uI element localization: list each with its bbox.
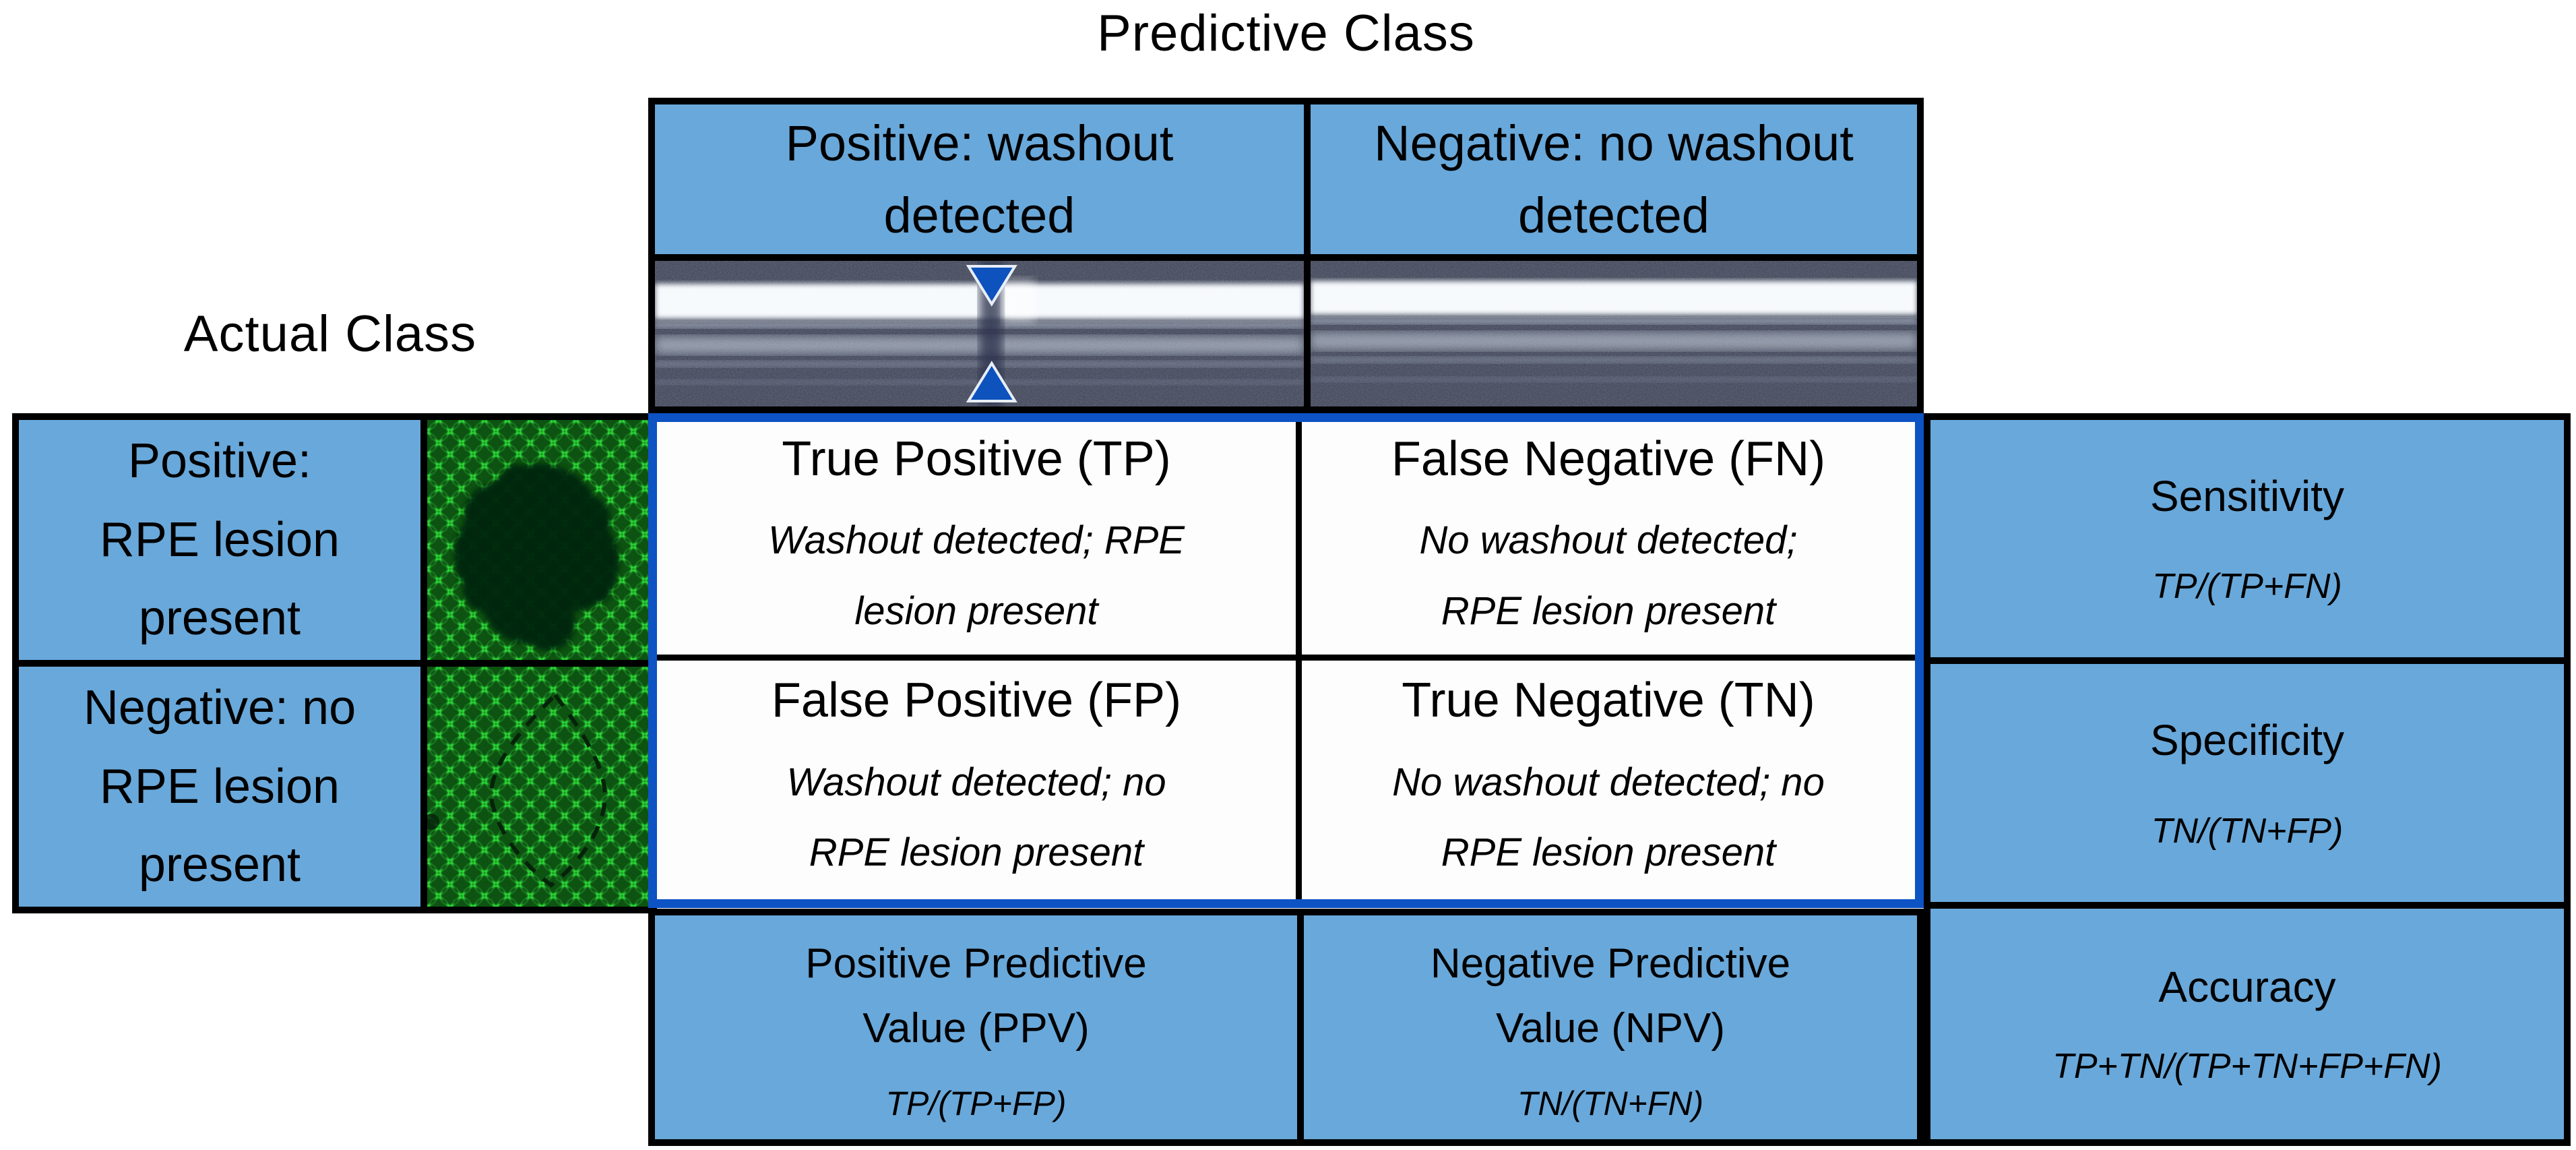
lesion-blob — [454, 464, 619, 650]
washout-arrow-up-icon — [966, 361, 1017, 402]
specificity-title: Specificity — [2149, 716, 2345, 765]
rpe-image-no-lesion — [427, 667, 650, 907]
tn-title: True Negative (TN) — [1402, 673, 1815, 728]
cell-true-positive: True Positive (TP) Washout detected; RPE… — [657, 422, 1296, 655]
tp-title: True Positive (TP) — [782, 431, 1171, 486]
sensitivity-title: Sensitivity — [2149, 471, 2345, 520]
accuracy-title: Accuracy — [2158, 962, 2336, 1011]
actual-class-header-table: Positive: RPE lesion present — [12, 413, 657, 913]
actual-class-title: Actual Class — [183, 305, 477, 363]
tn-description: No washout detected; no RPE lesion prese… — [1392, 760, 1825, 875]
accuracy-formula: TP+TN/(TP+TN+FP+FN) — [2052, 1047, 2442, 1087]
oct-image-washout — [655, 261, 1304, 406]
confusion-matrix-grid: True Positive (TP) Washout detected; RPE… — [648, 413, 1924, 908]
predictive-values-row: Positive Predictive Value (PPV) TP/(TP+F… — [648, 909, 1924, 1146]
oct-bscan-no-washout-graphic — [1311, 261, 1917, 406]
lesion-outline-dashed — [489, 692, 607, 888]
actual-row-negative-label: Negative: no RPE lesion present — [19, 667, 420, 907]
oct-image-no-washout — [1311, 261, 1917, 406]
sensitivity-formula: TP/(TP+FN) — [2152, 567, 2342, 607]
metric-accuracy: Accuracy TP+TN/(TP+TN+FP+FN) — [1930, 909, 2564, 1139]
metric-npv: Negative Predictive Value (NPV) TN/(TN+F… — [1304, 915, 1917, 1139]
predicted-class-header-table: Positive: washout detected Negative: no … — [648, 98, 1924, 413]
rpe-no-lesion-graphic — [427, 667, 650, 907]
fn-title: False Negative (FN) — [1391, 431, 1826, 486]
fp-title: False Positive (FP) — [771, 673, 1182, 728]
cell-false-positive: False Positive (FP) Washout detected; no… — [657, 661, 1296, 899]
metric-ppv: Positive Predictive Value (PPV) TP/(TP+F… — [655, 915, 1297, 1139]
actual-row-positive-label: Positive: RPE lesion present — [19, 420, 420, 660]
npv-title: Negative Predictive Value (NPV) — [1430, 940, 1791, 1052]
oct-bscan-washout-graphic — [655, 261, 1304, 406]
rpe-image-lesion — [427, 420, 650, 660]
ppv-formula: TP/(TP+FP) — [885, 1085, 1067, 1123]
metrics-column: Sensitivity TP/(TP+FN) Specificity TN/(T… — [1924, 413, 2571, 1146]
washout-arrow-down-icon — [966, 265, 1017, 307]
npv-formula: TN/(TN+FN) — [1517, 1085, 1704, 1123]
cell-false-negative: False Negative (FN) No washout detected;… — [1302, 422, 1915, 655]
rpe-lesion-graphic — [427, 420, 650, 660]
predicted-header-positive: Positive: washout detected — [655, 104, 1304, 254]
specificity-formula: TN/(TN+FP) — [2151, 811, 2344, 851]
fn-description: No washout detected; RPE lesion present — [1419, 518, 1798, 633]
tp-description: Washout detected; RPE lesion present — [768, 518, 1185, 633]
predictive-class-title: Predictive Class — [1097, 5, 1475, 62]
ppv-title: Positive Predictive Value (PPV) — [805, 940, 1147, 1052]
metric-sensitivity: Sensitivity TP/(TP+FN) — [1930, 420, 2564, 657]
cell-true-negative: True Negative (TN) No washout detected; … — [1302, 661, 1915, 899]
fp-description: Washout detected; no RPE lesion present — [786, 760, 1166, 875]
predicted-header-negative: Negative: no washout detected — [1311, 104, 1917, 254]
metric-specificity: Specificity TN/(TN+FP) — [1930, 664, 2564, 902]
